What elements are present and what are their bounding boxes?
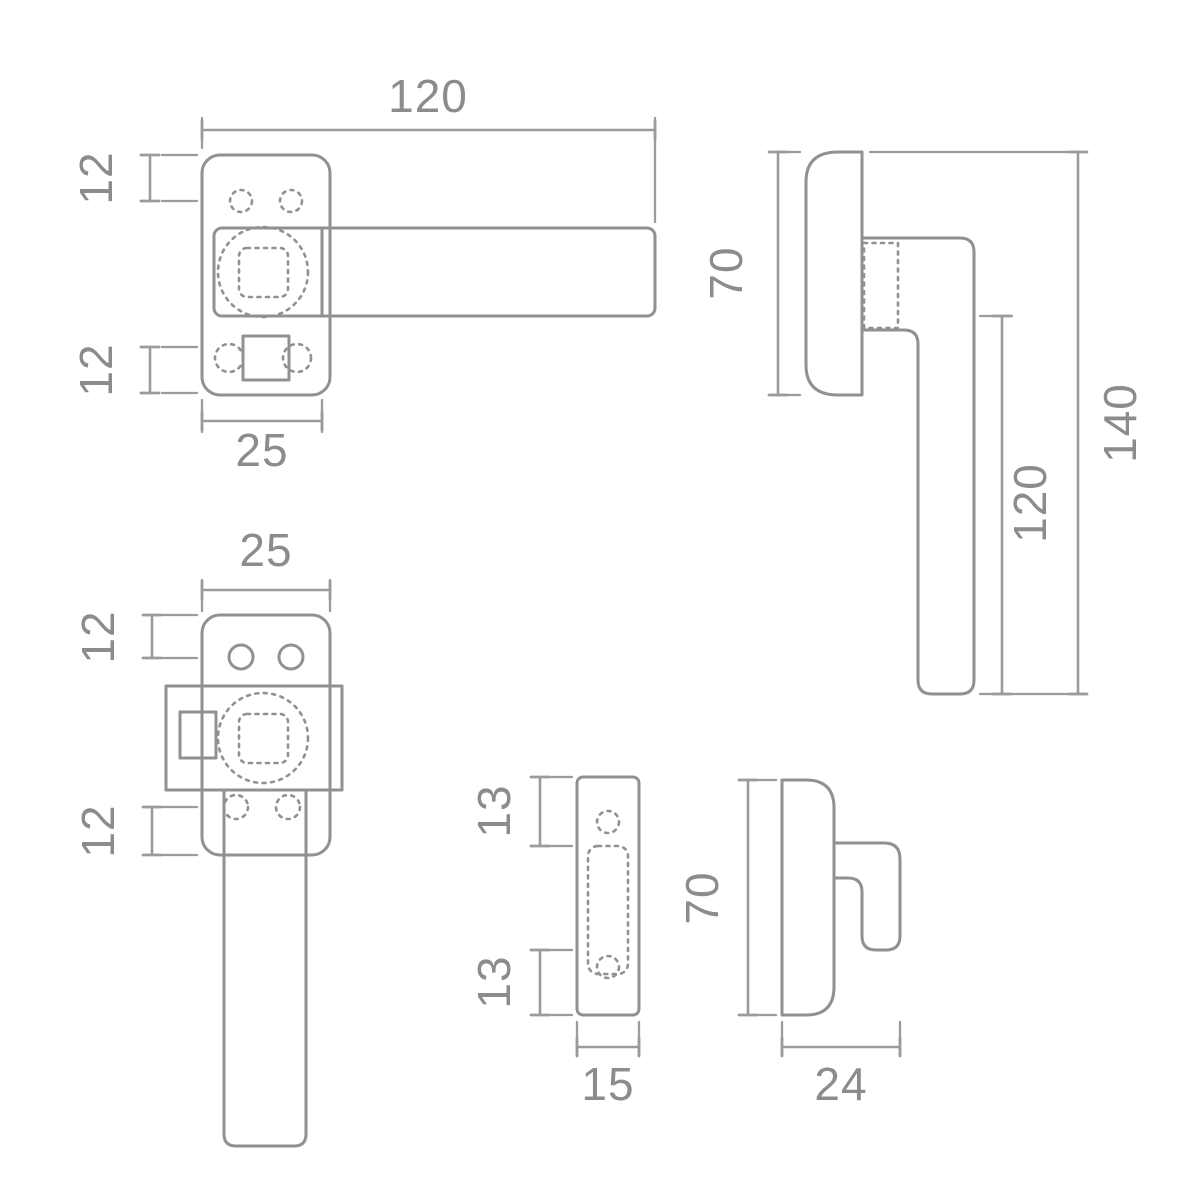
side-view-neck-hidden	[862, 241, 900, 330]
front-view-lock-body	[164, 684, 344, 792]
top-view-lock-hole-left	[213, 342, 245, 374]
dim-strike-offset-bottom: 13	[468, 948, 574, 1017]
front-view-base-plate	[200, 613, 332, 857]
top-view-lock-hole-right	[281, 342, 313, 374]
top-view-square-spindle	[237, 246, 290, 299]
front-view-lower-hole-left	[222, 793, 250, 821]
dim-label-12-front-b: 12	[72, 804, 124, 857]
top-view-screw-hole-left	[228, 188, 254, 214]
front-view-lower-hole-right	[274, 793, 302, 821]
dim-top-overall-length: 120	[200, 70, 657, 224]
dim-top-offset-upper: 12	[70, 151, 199, 205]
profile-view-grip-hook	[832, 841, 902, 952]
dim-label-24: 24	[814, 1058, 867, 1110]
dim-profile-plate-height: 70	[676, 778, 778, 1017]
dim-label-15: 15	[581, 1058, 634, 1110]
dim-front-offset-upper: 12	[72, 610, 199, 664]
side-view	[804, 150, 976, 696]
strike-plate-hole-bottom	[595, 954, 621, 980]
dim-label-120-grip: 120	[1004, 463, 1056, 543]
dim-top-offset-lower: 12	[70, 343, 199, 397]
dim-top-plate-width: 25	[200, 398, 324, 476]
front-view-screw-hole-left	[227, 643, 255, 671]
strike-plate-hole-top	[595, 809, 621, 835]
side-view-grip	[860, 236, 976, 696]
dim-label-12-top-b: 12	[70, 343, 122, 396]
dim-label-12-top-a: 12	[70, 151, 122, 204]
dim-side-plate-height: 70	[700, 150, 802, 397]
dim-label-25-b: 25	[239, 524, 292, 576]
dim-front-offset-lower: 12	[72, 804, 199, 858]
dim-label-25-a: 25	[235, 424, 288, 476]
dim-label-70-side: 70	[700, 246, 752, 299]
top-view-handle-arm	[212, 226, 657, 318]
dim-strike-width: 15	[575, 1020, 641, 1110]
dim-strike-offset-top: 13	[468, 775, 574, 848]
front-view-square-spindle	[237, 712, 290, 765]
top-view-screw-hole-right	[278, 188, 304, 214]
dim-front-plate-width: 25	[200, 524, 332, 613]
dim-profile-depth: 24	[780, 1020, 902, 1110]
top-view-lock-block	[241, 334, 291, 382]
dim-label-12-front-a: 12	[72, 610, 124, 663]
dim-side-overall-height: 140	[868, 150, 1146, 696]
top-view	[200, 153, 657, 397]
side-view-base-plate	[804, 150, 864, 397]
profile-view-base-plate	[780, 778, 836, 1017]
dim-label-120-top: 120	[388, 70, 468, 122]
dim-label-70-profile: 70	[676, 871, 728, 924]
front-view-handle-arm	[222, 788, 308, 1148]
top-view-base-plate	[200, 153, 332, 397]
front-view-spindle-boss	[216, 691, 310, 785]
top-view-spindle-boss	[216, 225, 310, 319]
strike-plate-slot	[586, 844, 630, 976]
dim-side-grip-length: 120	[978, 314, 1056, 696]
profile-view	[780, 778, 902, 1017]
front-view-screw-hole-right	[277, 643, 305, 671]
dim-label-140: 140	[1094, 383, 1146, 463]
front-view	[164, 613, 344, 1148]
strike-plate-view	[575, 775, 641, 1017]
dim-label-13-b: 13	[468, 955, 520, 1008]
front-view-lock-notch	[178, 710, 218, 760]
dim-label-13-a: 13	[468, 784, 520, 837]
strike-plate-outline	[575, 775, 641, 1017]
